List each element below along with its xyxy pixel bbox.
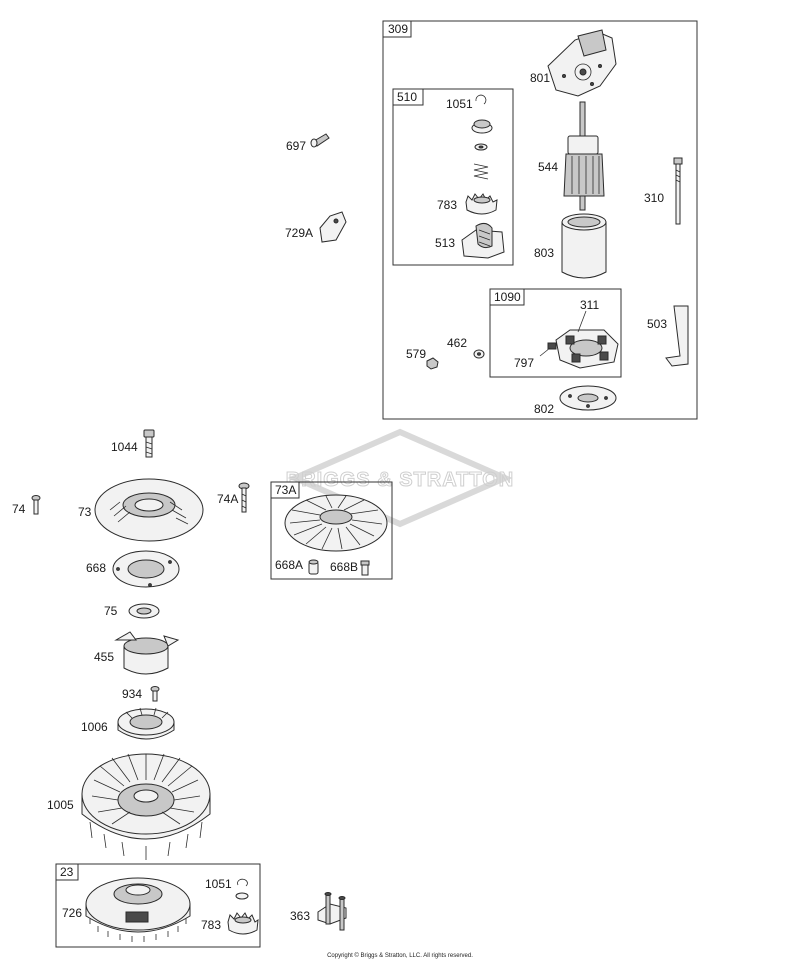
part-726-flywheel[interactable] — [85, 877, 191, 942]
part-455-cup[interactable] — [114, 631, 180, 675]
part-510-spring[interactable] — [473, 163, 489, 180]
label-783-a: 783 — [437, 198, 457, 212]
label-729A: 729A — [285, 226, 313, 240]
part-503-insulator[interactable] — [665, 305, 689, 367]
part-510-washer[interactable] — [474, 143, 488, 151]
label-801: 801 — [530, 71, 550, 85]
label-513: 513 — [435, 236, 455, 250]
part-462-washer[interactable] — [473, 349, 485, 359]
group-1090-label: 1090 — [494, 290, 521, 304]
part-934-screw[interactable] — [150, 686, 160, 702]
label-544: 544 — [538, 160, 558, 174]
label-697: 697 — [286, 139, 306, 153]
label-1051-a: 1051 — [446, 97, 473, 111]
group-510-label: 510 — [397, 90, 417, 104]
label-503: 503 — [647, 317, 667, 331]
part-803-motor-housing[interactable] — [561, 213, 607, 279]
label-74A: 74A — [217, 492, 238, 506]
group-23-label: 23 — [60, 865, 74, 879]
part-579-nut[interactable] — [426, 357, 439, 370]
label-579: 579 — [406, 347, 426, 361]
group-309-tag — [382, 20, 412, 38]
label-668B: 668B — [330, 560, 358, 574]
leader-311 — [577, 310, 587, 333]
label-1044: 1044 — [111, 440, 138, 454]
part-1051-washer-b[interactable] — [235, 892, 249, 900]
label-74: 74 — [12, 502, 26, 516]
part-1006-ratchet[interactable] — [117, 707, 175, 740]
label-668A: 668A — [275, 558, 303, 572]
label-797: 797 — [514, 356, 534, 370]
part-802-end-plate[interactable] — [559, 385, 617, 411]
label-934: 934 — [122, 687, 142, 701]
group-510-frame — [392, 88, 514, 266]
part-1044-bolt[interactable] — [143, 429, 155, 458]
watermark-text: BRIGGS & STRATTON — [286, 469, 514, 491]
group-73A-tag — [270, 481, 300, 499]
label-1006: 1006 — [81, 720, 108, 734]
part-668B-bolt[interactable] — [360, 560, 370, 576]
label-783-b: 783 — [201, 918, 221, 932]
part-783-pinion-gear-b[interactable] — [227, 912, 259, 935]
part-729A-bracket[interactable] — [319, 211, 347, 243]
part-311-brush-holder[interactable] — [555, 329, 619, 369]
label-75: 75 — [104, 604, 118, 618]
part-1051-retaining-ring[interactable] — [475, 94, 487, 105]
part-310-through-bolt[interactable] — [673, 157, 683, 225]
part-783-pinion-gear-a[interactable] — [465, 193, 498, 215]
label-311: 311 — [580, 298, 599, 312]
part-73-rotating-screen[interactable] — [94, 478, 204, 542]
label-1005: 1005 — [47, 798, 74, 812]
group-1090-tag — [489, 288, 525, 306]
part-1051-retaining-ring-b[interactable] — [237, 878, 248, 887]
part-510-stop-collar[interactable] — [471, 119, 493, 134]
part-544-armature[interactable] — [563, 101, 605, 211]
part-513-drive-assembly[interactable] — [461, 222, 505, 259]
label-363: 363 — [290, 909, 310, 923]
watermark-logo: BRIGGS & STRATTON — [285, 428, 514, 528]
part-75-washer[interactable] — [128, 603, 160, 619]
label-803: 803 — [534, 246, 554, 260]
part-74-screw[interactable] — [31, 495, 41, 515]
part-801-end-cap[interactable] — [547, 29, 617, 97]
label-668: 668 — [86, 561, 106, 575]
group-23-frame — [55, 863, 261, 948]
group-73A-label: 73A — [275, 483, 296, 497]
group-510-tag — [392, 88, 424, 106]
group-309-frame — [382, 20, 698, 420]
part-73A-grass-screen[interactable] — [284, 494, 388, 552]
group-73A-frame — [270, 481, 393, 580]
part-797-terminal[interactable] — [539, 342, 557, 357]
group-309-label: 309 — [388, 22, 408, 36]
part-668A-spacer[interactable] — [308, 559, 319, 575]
part-363-bracket[interactable] — [317, 892, 347, 931]
part-1005-flywheel-fan[interactable] — [81, 753, 211, 860]
label-726: 726 — [62, 906, 82, 920]
copyright-text: Copyright © Briggs & Stratton, LLC. All … — [327, 952, 473, 959]
label-462: 462 — [447, 336, 467, 350]
label-802: 802 — [534, 402, 554, 416]
part-668-plate[interactable] — [112, 550, 180, 588]
group-23-tag — [55, 863, 79, 881]
label-310: 310 — [644, 191, 664, 205]
group-1090-frame — [489, 288, 622, 378]
label-73: 73 — [78, 505, 92, 519]
part-74A-screw[interactable] — [238, 482, 250, 513]
label-455: 455 — [94, 650, 114, 664]
part-697-screw[interactable] — [310, 133, 330, 148]
label-1051-b: 1051 — [205, 877, 232, 891]
